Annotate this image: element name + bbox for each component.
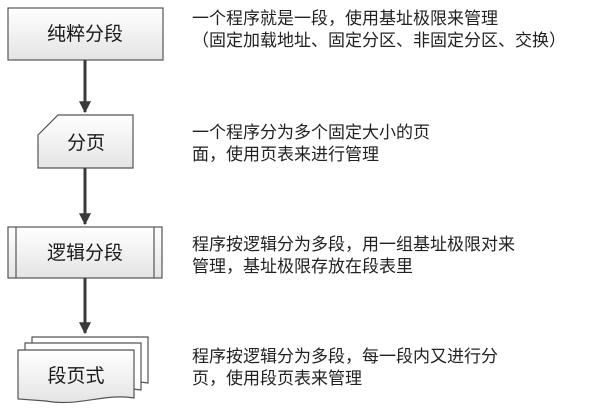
- description-line: 程序按逻辑分为多段，用一组基址极限对来: [192, 235, 515, 255]
- paging-label: 分页: [67, 132, 105, 154]
- pure-segmentation-box: [7, 7, 164, 61]
- segmented-paging-label: 段页式: [47, 365, 104, 387]
- step-pure-segmentation: 纯粹分段: [7, 7, 164, 61]
- description-line: 程序按逻辑分为多段，每一段内又进行分: [192, 347, 498, 367]
- description-line: 一个程序就是一段，使用基址极限来管理: [192, 9, 498, 29]
- step-segmented-paging: 段页式: [17, 336, 149, 404]
- segmented-paging-description: 程序按逻辑分为多段，每一段内又进行分 页，使用段页表来管理: [192, 346, 498, 390]
- pure-segmentation-description: 一个程序就是一段，使用基址极限来管理 （固定加载地址、固定分区、非固定分区、交换…: [192, 8, 566, 52]
- description-line: 页，使用段页表来管理: [192, 369, 362, 389]
- description-line: 管理，基址极限存放在段表里: [192, 257, 413, 277]
- description-line: 一个程序分为多个固定大小的页: [192, 123, 430, 143]
- step-logical-segmentation: 逻辑分段: [7, 226, 163, 279]
- logical-segmentation-box: [7, 226, 163, 279]
- segmented-paging-front-page: [17, 349, 135, 404]
- description-line: （固定加载地址、固定分区、非固定分区、交换）: [192, 31, 566, 51]
- step-paging: 分页: [37, 114, 134, 169]
- paging-description: 一个程序分为多个固定大小的页 面，使用页表来进行管理: [192, 122, 430, 166]
- logical-segmentation-description: 程序按逻辑分为多段，用一组基址极限对来 管理，基址极限存放在段表里: [192, 234, 515, 278]
- pure-segmentation-label: 纯粹分段: [47, 23, 123, 45]
- logical-segmentation-label: 逻辑分段: [47, 242, 123, 264]
- description-line: 面，使用页表来进行管理: [192, 145, 379, 165]
